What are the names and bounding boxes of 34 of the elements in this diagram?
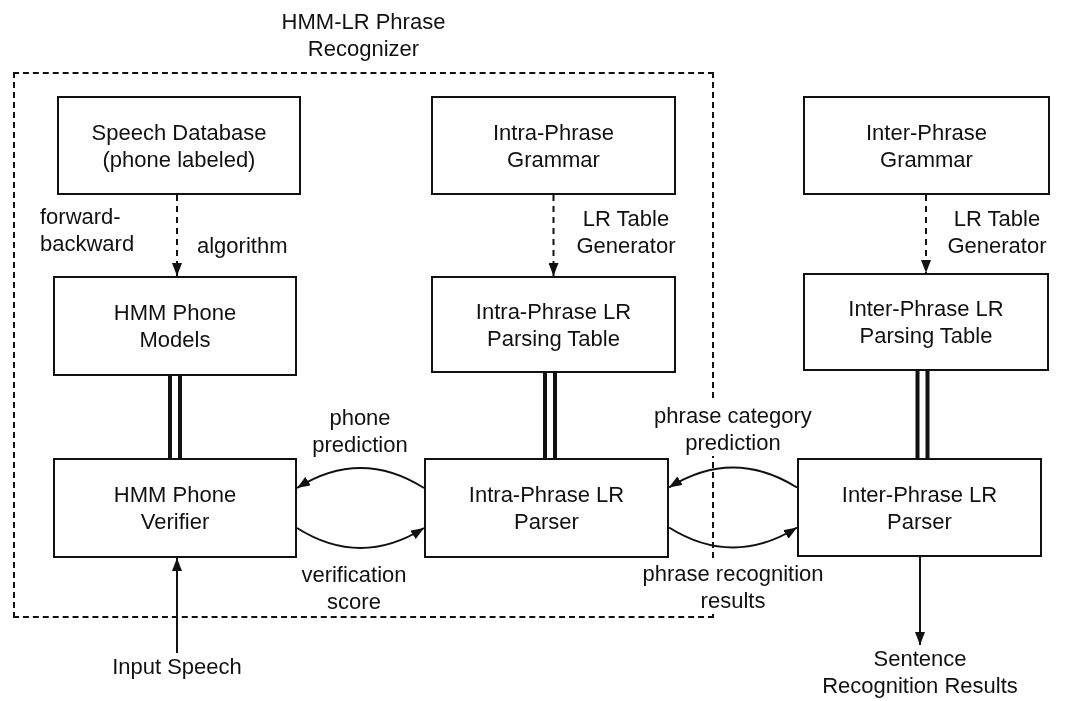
arrow [172,194,182,277]
process-box [424,458,669,558]
double-line-connector [543,371,557,460]
box-label: Intra-Phrase LR Parser [467,481,626,535]
process-box [797,458,1042,557]
box-label: Intra-Phrase LR Parsing Table [474,297,633,352]
box-label: Inter-Phrase Grammar [864,118,989,173]
box-label: Inter-Phrase LR Parsing Table [847,295,1005,349]
arrow [915,556,925,646]
process-box [57,96,301,195]
process-box [431,276,676,373]
arrow [668,526,798,549]
terminal-label: Sentence Recognition Results [815,645,1025,701]
double-line-connector [915,369,930,460]
note-label: algorithm [197,232,288,259]
region-title: HMM-LR Phrase Recognizer [280,8,447,62]
process-box [53,458,297,558]
arrow [172,557,182,654]
box-label: HMM Phone Verifier [112,481,238,535]
box-label: HMM Phone Models [112,299,238,353]
box-label: Intra-Phrase Grammar [491,118,616,173]
double-line-connector [168,374,182,460]
arrow [668,466,798,489]
box-label: Speech Database (phone labeled) [90,118,268,173]
terminal-label: Input Speech [112,653,242,685]
arrow [296,467,425,489]
arrow [548,194,559,277]
process-box [803,96,1050,195]
process-box [803,273,1049,371]
arrow [921,194,931,274]
process-box [431,96,676,195]
box-label: Inter-Phrase LR Parser [840,480,999,535]
arrow [296,527,425,549]
process-box [53,276,297,376]
